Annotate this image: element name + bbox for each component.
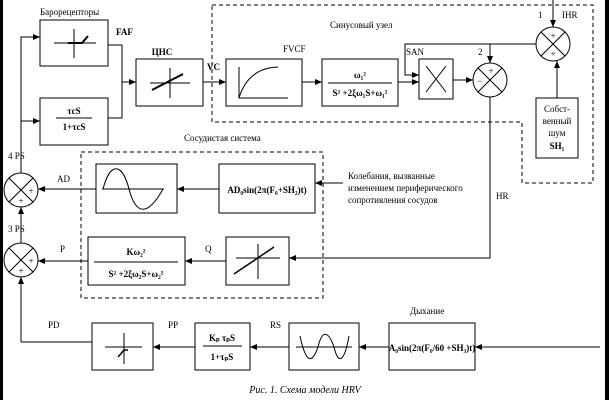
noise-text-3: шум bbox=[548, 128, 565, 138]
respiration-nonlinear-block bbox=[91, 322, 154, 371]
multiplier-block bbox=[418, 58, 454, 100]
faf-label: FAF bbox=[116, 27, 133, 37]
resp-denominator: 1+τₚS bbox=[211, 352, 234, 362]
rs-label: RS bbox=[270, 320, 281, 330]
baroreceptor-nonlinear-block bbox=[39, 19, 109, 67]
sum2-plus: + bbox=[488, 66, 493, 76]
cns-label: ЦНС bbox=[152, 47, 173, 57]
baro-hp-numerator: τcS bbox=[67, 106, 80, 116]
sa-numerator: ω₁² bbox=[354, 70, 366, 80]
baroreceptor-highpass-block: τcS 1+τcS bbox=[39, 97, 109, 146]
resp-numerator: Kₚ τₚS bbox=[209, 333, 235, 343]
baro-hp-denominator: 1+τcS bbox=[63, 122, 86, 132]
sinus-node-group bbox=[211, 4, 594, 184]
ihr-label: IHR bbox=[562, 10, 578, 20]
vc-label: VC bbox=[207, 62, 220, 72]
baroreceptors-label: Барорецепторы bbox=[40, 7, 99, 17]
respiration-transfer-block: Kₚ τₚS 1+τₚS bbox=[194, 322, 251, 371]
oscillation-note-1: Колебания, вызванные bbox=[348, 171, 435, 181]
fvcf-label: FVCF bbox=[283, 44, 306, 54]
sa-transfer-block: ω₁² S² +2ξω₁S+ω₁² bbox=[321, 58, 399, 107]
vascular-linear-block bbox=[225, 236, 290, 286]
fvcf-block bbox=[225, 58, 303, 107]
noise-text-4: SH₁ bbox=[550, 141, 565, 151]
right-frame-edge bbox=[605, 0, 609, 400]
sa-denominator: S² +2ξω₁S+ω₁² bbox=[333, 88, 388, 98]
noise-text-1: Собст- bbox=[544, 104, 570, 114]
sum3-label: 3 PS bbox=[8, 224, 25, 234]
signal-lines bbox=[18, 0, 600, 350]
sum4-plus-bottom: + bbox=[18, 196, 23, 206]
ad-sin-formula: AD₀sin(2π(F₀+SH₂)t) bbox=[227, 185, 306, 195]
summator-3: + + bbox=[3, 242, 39, 278]
figure-caption: Рис. 1. Схема модели HRV bbox=[248, 385, 362, 396]
vascular-sine-block bbox=[95, 163, 178, 214]
sum2-number: 2 bbox=[478, 47, 483, 57]
cns-block bbox=[135, 58, 204, 107]
sum1-plus-bottom: + bbox=[550, 49, 555, 59]
sum1-plus-top: + bbox=[550, 31, 555, 41]
ad-label: AD bbox=[57, 174, 70, 184]
summator-4: + + bbox=[3, 172, 39, 208]
pp-label: PP bbox=[168, 320, 178, 330]
sinus-node-label: Синусовый узел bbox=[330, 20, 393, 30]
p-label: P bbox=[60, 244, 65, 254]
sum3-plus-right: + bbox=[28, 256, 33, 266]
oscillation-note-2: изменением периферического bbox=[348, 183, 463, 193]
sum3-plus-bottom: + bbox=[18, 266, 23, 276]
vascular-system-label: Сосудистая система bbox=[184, 133, 261, 143]
summator-2: + − bbox=[472, 62, 508, 98]
q-label: Q bbox=[205, 244, 212, 254]
breathing-oscillator-block: A₀sin(2π(F₀/60 +SH₃)t) bbox=[388, 322, 476, 371]
left-frame-edge bbox=[0, 0, 3, 400]
oscillation-note-3: сопротивления сосудов bbox=[348, 195, 437, 205]
intrinsic-noise-block: Собст- венный шум SH₁ bbox=[535, 97, 579, 159]
sum2-minus: − bbox=[477, 76, 482, 86]
respiration-sine-block bbox=[288, 322, 360, 371]
breathing-label: Дыхание bbox=[410, 306, 444, 316]
sum4-label: 4 PS bbox=[8, 151, 25, 161]
vascular-transfer-block: Kω₂² S² +2ξω₂S+ω₂² bbox=[87, 236, 186, 286]
vasc-numerator: Kω₂² bbox=[127, 247, 146, 257]
breathing-sin-formula: A₀sin(2π(F₀/60 +SH₃)t) bbox=[389, 343, 475, 353]
sum4-plus-right: + bbox=[28, 186, 33, 196]
ad-oscillator-block: AD₀sin(2π(F₀+SH₂)t) bbox=[218, 163, 316, 214]
vasc-denominator: S² +2ξω₂S+ω₂² bbox=[109, 269, 164, 279]
summator-1: + + bbox=[535, 26, 571, 62]
hr-label: HR bbox=[496, 191, 509, 201]
vascular-system-group bbox=[80, 151, 324, 299]
sum1-number: 1 bbox=[538, 10, 543, 20]
san-label: SAN bbox=[406, 47, 425, 57]
noise-text-2: венный bbox=[543, 116, 572, 126]
pd-label: PD bbox=[48, 320, 60, 330]
